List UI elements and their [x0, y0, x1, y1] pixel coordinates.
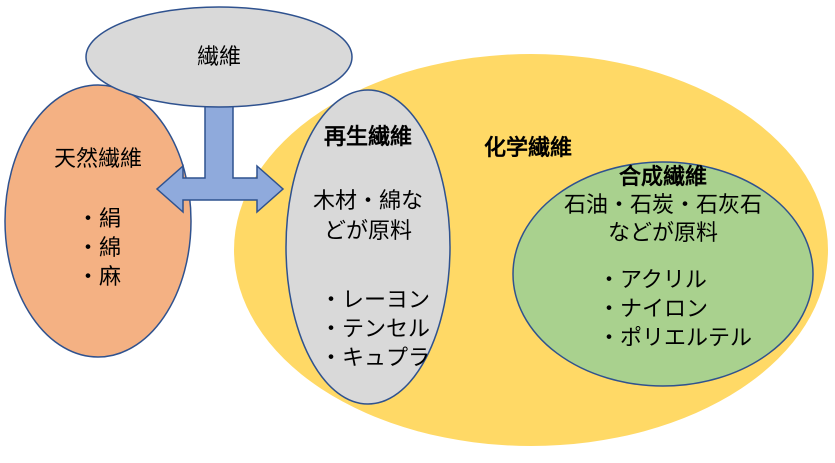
- fiber-ellipse: [85, 6, 353, 108]
- list-item: ・麻: [77, 265, 122, 290]
- regenerated-fiber-list: ・レーヨン ・テンセル ・キュプラ: [320, 286, 430, 373]
- synthetic-fiber-title: 合成繊維: [618, 164, 707, 190]
- list-item: ・アクリル: [598, 268, 707, 293]
- regenerated-material-line2: どが原料: [323, 219, 412, 244]
- regenerated-fiber-title: 再生繊維: [323, 124, 412, 150]
- natural-fiber-list: ・絹 ・綿 ・麻: [77, 205, 121, 292]
- list-item: ・絹: [77, 207, 122, 232]
- list-item: ・レーヨン: [320, 288, 431, 313]
- regenerated-material-line1: 木材・綿な: [312, 189, 423, 214]
- synthetic-material-line2: などが原料: [607, 221, 718, 246]
- synthetic-fiber-list: ・アクリル ・ナイロン ・ポリエルテル: [598, 266, 752, 353]
- synthetic-fiber-ellipse: [512, 161, 814, 387]
- regenerated-fiber-ellipse: [285, 89, 451, 405]
- chemical-fiber-title: 化学繊維: [483, 135, 572, 161]
- list-item: ・綿: [77, 236, 122, 261]
- branch-arrow: [155, 99, 285, 214]
- list-item: ・キュプラ: [320, 346, 431, 371]
- natural-fiber-title: 天然繊維: [53, 147, 142, 172]
- natural-fiber-ellipse: [4, 84, 192, 358]
- synthetic-material-line1: 石油・石炭・石灰石: [563, 193, 762, 218]
- list-item: ・ナイロン: [598, 297, 709, 322]
- list-item: ・テンセル: [320, 317, 431, 342]
- list-item: ・ポリエルテル: [598, 326, 753, 351]
- fiber-title: 繊維: [196, 45, 241, 70]
